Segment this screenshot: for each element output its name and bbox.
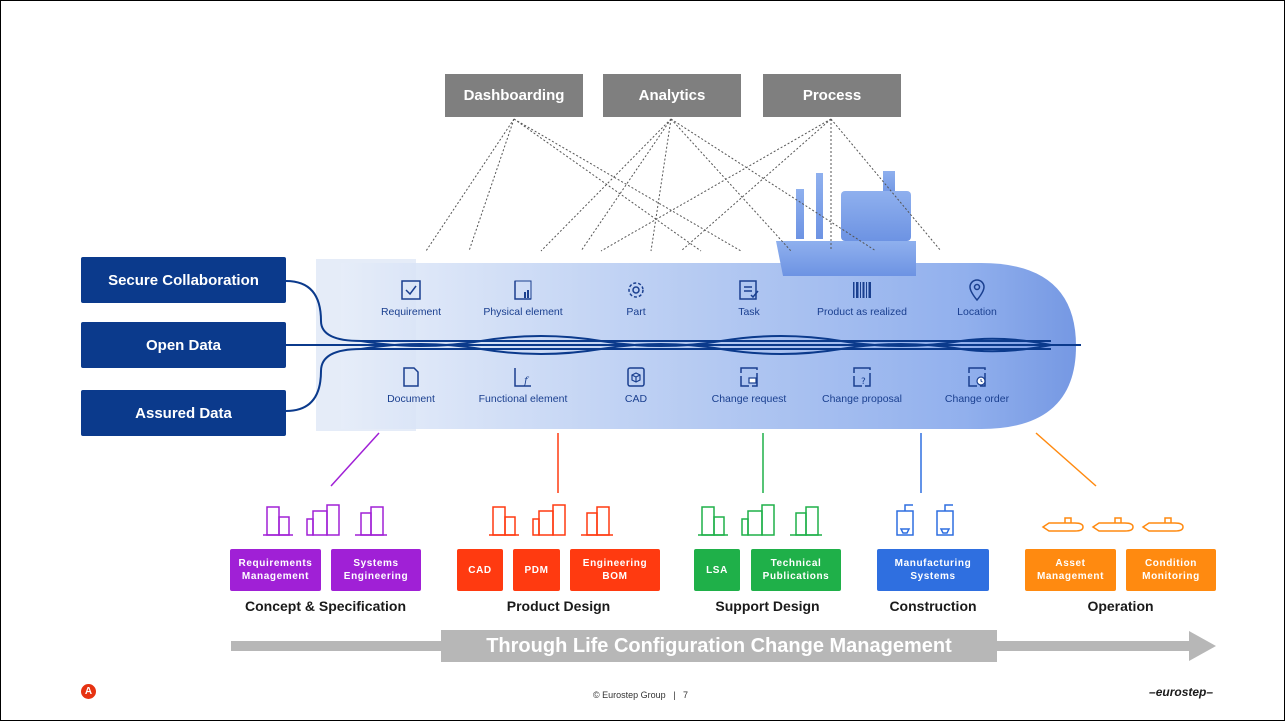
task-object: Task xyxy=(694,278,804,318)
change-order-label: Change order xyxy=(944,393,1010,405)
functional-element-label: Functional element xyxy=(478,393,568,405)
part-object: Part xyxy=(581,278,691,318)
secure-collaboration-box[interactable]: Secure Collaboration xyxy=(81,257,286,303)
shipyard-icon xyxy=(896,504,954,536)
stage-concept-specification: Concept & Specification xyxy=(244,598,407,614)
change-proposal-label: Change proposal xyxy=(822,393,902,405)
stage-construction: Construction xyxy=(889,598,977,614)
assured-data-box[interactable]: Assured Data xyxy=(81,390,286,436)
footer: © Eurostep Group | 7 xyxy=(593,690,688,700)
product-as-realized-label: Product as realized xyxy=(817,306,907,318)
technical-publications-pill[interactable]: Technical Publications xyxy=(751,549,841,591)
change-proposal-icon: ? xyxy=(853,367,871,387)
part-label: Part xyxy=(626,306,646,318)
submarines-icon xyxy=(1041,517,1184,532)
svg-text:f: f xyxy=(523,376,530,387)
systems-engineering-pill[interactable]: Systems Engineering xyxy=(331,549,421,591)
location-pin-icon xyxy=(969,279,985,302)
condition-monitoring-pill[interactable]: Condition Monitoring xyxy=(1126,549,1216,591)
data-channels xyxy=(285,280,1081,412)
function-icon: f xyxy=(514,368,531,387)
concept-link xyxy=(330,432,380,487)
footer-separator: | xyxy=(673,690,676,700)
requirements-management-pill[interactable]: Requirements Management xyxy=(230,549,321,591)
process-box[interactable]: Process xyxy=(763,74,901,117)
design-buildings-icon xyxy=(489,504,613,536)
physical-element-icon xyxy=(514,280,532,300)
eurostep-logo: –eurostep– xyxy=(1149,685,1214,699)
open-data-box[interactable]: Open Data xyxy=(81,322,286,368)
document-label: Document xyxy=(387,393,435,405)
cad-label: CAD xyxy=(624,393,648,405)
physical-element-object: Physical element xyxy=(468,278,578,318)
brand-name: eurostep xyxy=(1155,685,1207,699)
functional-element-object: f Functional element xyxy=(468,365,578,405)
physical-element-label: Physical element xyxy=(483,306,563,318)
barcode-icon xyxy=(853,282,871,298)
change-order-object: Change order xyxy=(922,365,1032,405)
task-label: Task xyxy=(738,306,760,318)
cad-object: CAD xyxy=(581,365,691,405)
operation-link xyxy=(1035,432,1097,487)
product-as-realized-object: Product as realized xyxy=(807,278,917,318)
change-request-object: Change request xyxy=(694,365,804,405)
location-label: Location xyxy=(957,306,997,318)
analytics-links xyxy=(425,118,942,252)
dashboarding-box[interactable]: Dashboarding xyxy=(445,74,583,117)
change-order-icon xyxy=(968,367,986,387)
requirement-object: Requirement xyxy=(356,278,466,318)
document-object: Document xyxy=(356,365,466,405)
manufacturing-systems-pill[interactable]: Manufacturing Systems xyxy=(877,549,989,591)
checkbox-icon xyxy=(401,280,421,300)
concept-buildings-icon xyxy=(263,504,387,536)
pdm-pill[interactable]: PDM xyxy=(513,549,560,591)
stage-support-design: Support Design xyxy=(715,598,820,614)
document-icon xyxy=(403,367,419,387)
gear-icon xyxy=(628,282,644,298)
footer-copyright: © Eurostep Group xyxy=(593,690,666,700)
cad-pill[interactable]: CAD xyxy=(457,549,503,591)
requirement-label: Requirement xyxy=(380,306,442,318)
task-icon xyxy=(739,280,759,300)
company-logo-icon: A xyxy=(81,684,96,699)
change-proposal-object: ? Change proposal xyxy=(807,365,917,405)
stage-product-design: Product Design xyxy=(506,598,611,614)
lsa-pill[interactable]: LSA xyxy=(694,549,740,591)
support-buildings-icon xyxy=(698,504,822,536)
svg-text:?: ? xyxy=(861,377,866,387)
asset-management-pill[interactable]: Asset Management xyxy=(1025,549,1116,591)
cube-icon xyxy=(627,367,645,387)
change-request-icon xyxy=(740,367,758,387)
engineering-bom-pill[interactable]: Engineering BOM xyxy=(570,549,660,591)
lifecycle-label: Through Life Configuration Change Manage… xyxy=(441,630,997,662)
change-request-label: Change request xyxy=(711,393,787,405)
analytics-box[interactable]: Analytics xyxy=(603,74,741,117)
page-number: 7 xyxy=(683,690,689,700)
stage-operation: Operation xyxy=(1087,598,1154,614)
location-object: Location xyxy=(922,278,1032,318)
